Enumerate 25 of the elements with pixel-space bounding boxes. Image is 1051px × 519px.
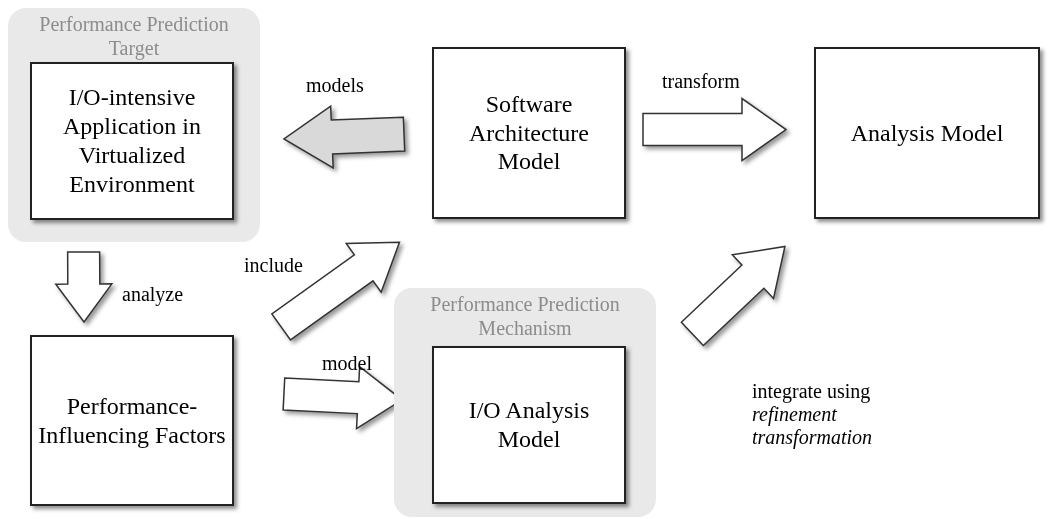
box-label: Performance-Influencing Factors bbox=[37, 391, 227, 450]
block-arrow bbox=[642, 97, 788, 162]
edge-label: transform bbox=[662, 70, 740, 93]
block-arrow bbox=[270, 241, 401, 341]
process-box bbox=[814, 47, 1040, 219]
edge-label: models bbox=[306, 74, 364, 97]
process-box bbox=[30, 335, 234, 506]
process-box bbox=[30, 62, 234, 220]
edge-label: integrate using refinement transformation bbox=[752, 380, 874, 449]
group-title: Performance Prediction Mechanism bbox=[429, 292, 621, 340]
group-panel bbox=[8, 8, 260, 242]
edge-label: include bbox=[244, 254, 303, 277]
block-arrow bbox=[680, 245, 786, 347]
process-box bbox=[432, 47, 626, 219]
group-title: Performance Prediction Target bbox=[38, 12, 230, 60]
box-label: I/O-intensive Application in Virtualized Environment bbox=[62, 83, 202, 199]
group-panel bbox=[394, 288, 656, 517]
box-label: I/O Analysis Model bbox=[467, 396, 591, 454]
block-arrow bbox=[282, 104, 406, 170]
process-box bbox=[432, 346, 626, 504]
block-arrow bbox=[54, 251, 114, 324]
box-label: Analysis Model bbox=[850, 118, 1004, 148]
box-label: Software Architecture Model bbox=[468, 89, 590, 177]
edge-label: model bbox=[322, 352, 372, 375]
edge-label: analyze bbox=[122, 283, 184, 306]
